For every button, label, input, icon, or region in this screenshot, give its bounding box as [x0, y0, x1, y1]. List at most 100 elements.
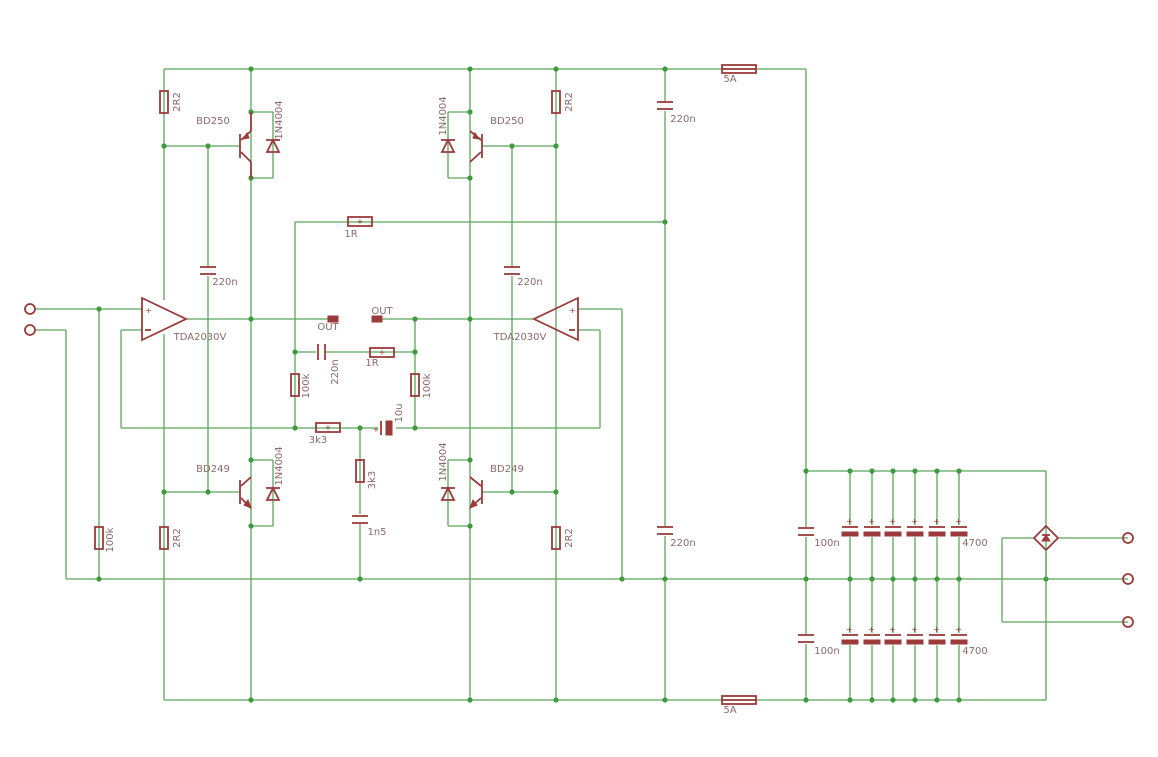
capacitor-plus-mark: +	[889, 625, 896, 634]
transistor-label: BD250	[490, 116, 524, 127]
output-label-left: OUT	[317, 322, 339, 333]
capacitor-plus-mark: +	[889, 517, 896, 526]
output-pad-left[interactable]	[327, 315, 339, 323]
capacitor-bank-top: + + + + + + 4700	[841, 517, 988, 549]
ac-terminal-2-icon[interactable]	[1122, 616, 1134, 628]
capacitor-10u: + 10u	[373, 403, 405, 436]
transistor-bd250-right: BD250	[469, 116, 524, 163]
junctions	[96, 66, 1049, 703]
capacitor-label: 4700	[962, 538, 987, 549]
diode-label: 1N4004	[274, 446, 285, 485]
ground-terminal-icon[interactable]	[1122, 573, 1134, 585]
capacitor-plus-mark: +	[911, 517, 918, 526]
resistor-label: 3k3	[367, 471, 378, 490]
fuse-bottom: 5A	[721, 695, 757, 716]
resistor-label: 2R2	[564, 528, 575, 548]
fuses: 5A 5A	[721, 64, 757, 716]
capacitor-label: 100n	[814, 538, 839, 549]
amplifiers: + TDA2030V + TDA2030V	[141, 296, 579, 343]
fuse-label: 5A	[723, 705, 736, 716]
resistor-label: 2R2	[172, 92, 183, 112]
capacitor-plus-mark: +	[911, 625, 918, 634]
wires	[36, 68, 1128, 701]
fuse-top: 5A	[721, 64, 757, 85]
capacitor-plus-mark: +	[868, 625, 875, 634]
capacitor-220n-supply-bottom: 220n	[657, 526, 696, 549]
resistor-label: 2R2	[172, 528, 183, 548]
capacitor-plus-mark: +	[846, 517, 853, 526]
transistors: BD250 BD250 BD249 BD249	[196, 112, 524, 509]
resistor-1r-middle: + 1R	[365, 347, 395, 369]
resistor-label: 2R2	[564, 92, 575, 112]
opamp-tda2030v-right: + TDA2030V	[493, 296, 579, 343]
connectors	[24, 303, 1134, 628]
diode-label: 1N4004	[438, 96, 449, 135]
diode-1n4004-left-bottom: 1N4004	[265, 446, 285, 501]
capacitor-plus-mark: +	[955, 625, 962, 634]
capacitor-plus-mark: +	[933, 517, 940, 526]
diode-1n4004-left-top: 1N4004	[265, 100, 285, 153]
output-label-right: OUT	[371, 306, 393, 317]
diode-1n4004-right-top: 1N4004	[438, 96, 456, 153]
capacitor-label: 220n	[517, 277, 542, 288]
resistor-label: 100k	[105, 527, 116, 552]
capacitor-label: 220n	[670, 114, 695, 125]
capacitor-1n5: 1n5	[352, 514, 387, 538]
output-pad-right[interactable]	[371, 315, 383, 323]
capacitors: 220n 220n 220n 220n 220n	[200, 101, 988, 657]
capacitor-label: 100n	[814, 646, 839, 657]
fuse-label: 5A	[723, 74, 736, 85]
resistor-label: 3k3	[309, 435, 328, 446]
transistor-bd249-left: BD249	[196, 464, 252, 509]
capacitor-220n-left: 220n	[200, 266, 238, 288]
transistor-label: BD249	[196, 464, 230, 475]
transistor-label: BD249	[490, 464, 524, 475]
capacitor-220n-supply-top: 220n	[657, 101, 696, 125]
resistor-label: 1R	[344, 229, 357, 240]
resistor-2r2-right-bottom: 2R2	[551, 526, 575, 550]
opamp-plus-mark: +	[569, 306, 576, 315]
capacitor-label: 220n	[212, 277, 237, 288]
diode-1n4004-right-bottom: 1N4004	[438, 442, 456, 501]
capacitor-220n-right: 220n	[504, 266, 543, 288]
resistor-100k-right: 100k	[410, 373, 433, 398]
capacitor-100n-psu-top: 100n	[798, 527, 840, 549]
input-terminal-2-icon[interactable]	[24, 324, 36, 336]
diodes: 1N4004 1N4004 1N4004 1N4004	[265, 96, 456, 501]
opamp-tda2030v-left: + TDA2030V	[141, 296, 227, 343]
capacitor-label: 1n5	[367, 527, 386, 538]
resistor-label: 100k	[422, 373, 433, 398]
resistors: 2R2 2R2 2R2 2R2 + 1R + 1R	[94, 90, 575, 552]
resistor-label: 100k	[301, 373, 312, 398]
input-terminal-1-icon[interactable]	[24, 303, 36, 315]
capacitor-plus-mark: +	[955, 517, 962, 526]
capacitor-100n-psu-bottom: 100n	[798, 634, 840, 657]
capacitor-plus-mark: +	[868, 517, 875, 526]
resistor-2r2-right-top: 2R2	[551, 90, 575, 114]
resistor-plus-mark: +	[379, 348, 386, 357]
resistor-100k-input: 100k	[94, 526, 116, 552]
resistor-2r2-left-bottom: 2R2	[159, 526, 183, 550]
resistor-1r-feedback: + 1R	[344, 216, 373, 240]
transistor-label: BD250	[196, 116, 230, 127]
diode-label: 1N4004	[274, 100, 285, 139]
bridge-rectifier	[1032, 524, 1060, 579]
capacitor-220n-middle: 220n	[316, 344, 341, 385]
resistor-plus-mark: +	[357, 217, 364, 226]
opamp-label: TDA2030V	[173, 332, 227, 343]
resistor-2r2-left-top: 2R2	[159, 90, 183, 114]
capacitor-plus-mark: +	[846, 625, 853, 634]
capacitor-plus-mark: +	[933, 625, 940, 634]
resistor-100k-left: 100k	[290, 373, 312, 398]
opamp-plus-mark: +	[145, 306, 152, 315]
capacitor-plus-mark: +	[373, 425, 380, 434]
output-pads: OUT OUT	[317, 306, 393, 333]
resistor-3k3-vertical: 3k3	[355, 459, 378, 490]
ac-terminal-1-icon[interactable]	[1122, 532, 1134, 544]
resistor-3k3-horizontal: + 3k3	[309, 422, 341, 446]
resistor-plus-mark: +	[325, 423, 332, 432]
diode-label: 1N4004	[438, 442, 449, 481]
capacitor-label: 220n	[670, 538, 695, 549]
